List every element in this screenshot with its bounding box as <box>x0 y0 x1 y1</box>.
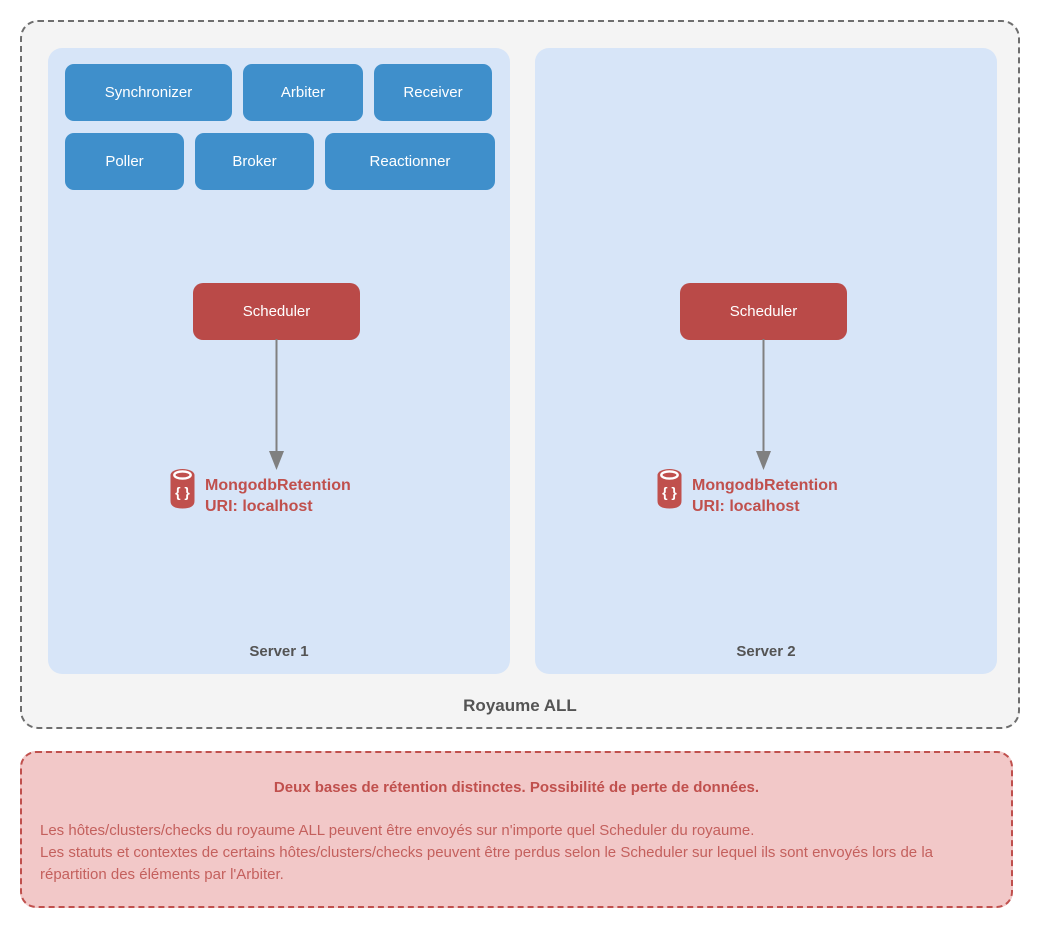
arrow-scheduler-to-db-server-1 <box>269 339 284 470</box>
server-1-daemon-row-1: Synchronizer Arbiter Receiver <box>65 64 492 121</box>
scheduler-node-server-2: Scheduler <box>680 283 847 340</box>
database-icon: { } <box>657 469 682 509</box>
daemon-receiver: Receiver <box>374 64 492 121</box>
retention-db-server-1: { } MongodbRetention URI: localhost <box>169 468 351 517</box>
daemon-broker: Broker <box>195 133 314 190</box>
warning-box: Deux bases de rétention distinctes. Poss… <box>20 751 1013 908</box>
daemon-synchronizer: Synchronizer <box>65 64 232 121</box>
daemon-reactionner: Reactionner <box>325 133 495 190</box>
warning-line: Les statuts et contextes de certains hôt… <box>40 844 933 883</box>
scheduler-node-server-1: Scheduler <box>193 283 360 340</box>
daemon-poller: Poller <box>65 133 184 190</box>
daemon-arbiter: Arbiter <box>243 64 363 121</box>
warning-title: Deux bases de rétention distinctes. Poss… <box>273 779 760 796</box>
realm-royaume-all: Synchronizer Arbiter Receiver Poller Bro… <box>20 20 1020 729</box>
svg-text:{ }: { } <box>662 484 677 500</box>
server-2-label: Server 2 <box>736 643 796 660</box>
realm-label: Royaume ALL <box>463 696 577 715</box>
warning-line: Les hôtes/clusters/checks du royaume ALL… <box>40 822 755 839</box>
database-icon: { } <box>170 469 195 509</box>
arrow-scheduler-to-db-server-2 <box>756 339 771 470</box>
retention-db-server-2: { } MongodbRetention URI: localhost <box>656 468 838 517</box>
server-2-box: Scheduler { } MongodbRetention URI: loca… <box>535 48 997 674</box>
db-title: MongodbRetention <box>692 477 838 494</box>
server-1-daemon-row-2: Poller Broker Reactionner <box>65 133 495 190</box>
db-title: MongodbRetention <box>205 477 351 494</box>
server-1-box: Synchronizer Arbiter Receiver Poller Bro… <box>48 48 510 674</box>
server-1-label: Server 1 <box>249 643 309 660</box>
warning-body: Les hôtes/clusters/checks du royaume ALL… <box>40 820 993 886</box>
db-uri: URI: localhost <box>692 498 800 515</box>
svg-text:{ }: { } <box>175 484 190 500</box>
db-uri: URI: localhost <box>205 498 313 515</box>
